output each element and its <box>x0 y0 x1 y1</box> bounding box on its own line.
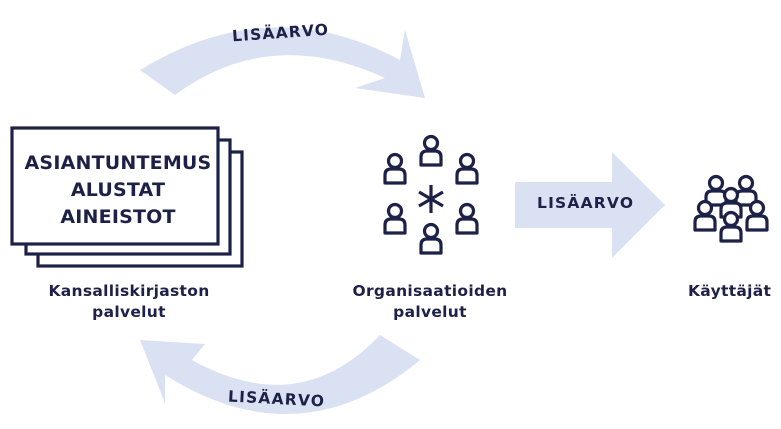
card-line-materials: AINEISTOT <box>60 206 176 228</box>
bottom-curved-arrow <box>140 335 420 415</box>
person-icon <box>734 174 758 207</box>
card-line-platforms: ALUSTAT <box>70 179 166 201</box>
national-library-caption-line2: palvelut <box>92 303 166 321</box>
card-line-expertise: ASIANTUNTEMUS <box>24 152 212 174</box>
national-library-caption: Kansalliskirjaston palvelut <box>14 281 244 323</box>
middle-arrow-label: LISÄARVO <box>537 194 635 212</box>
asterisk-icon <box>418 185 444 213</box>
top-curved-arrow <box>140 27 425 98</box>
person-icon <box>383 152 407 185</box>
person-icon <box>419 134 443 167</box>
person-icon <box>745 199 769 232</box>
users-caption: Käyttäjät <box>688 281 781 302</box>
users-group-icon <box>693 174 769 243</box>
person-icon <box>704 174 728 207</box>
organisations-caption-line1: Organisaatioiden <box>352 282 508 300</box>
organisations-caption: Organisaatioiden palvelut <box>325 281 535 323</box>
person-icon <box>383 202 407 235</box>
organisation-people-icon <box>383 134 479 255</box>
card-text: ASIANTUNTEMUS ALUSTAT AINEISTOT <box>14 150 222 231</box>
person-icon <box>455 202 479 235</box>
person-icon <box>419 222 443 255</box>
document-stack-icon <box>10 126 244 268</box>
national-library-caption-line1: Kansalliskirjaston <box>48 282 210 300</box>
person-icon <box>455 152 479 185</box>
person-icon <box>693 199 717 232</box>
middle-straight-arrow <box>515 152 665 258</box>
organisations-caption-line2: palvelut <box>393 303 467 321</box>
person-icon <box>719 210 743 243</box>
users-caption-line1: Käyttäjät <box>688 282 772 300</box>
